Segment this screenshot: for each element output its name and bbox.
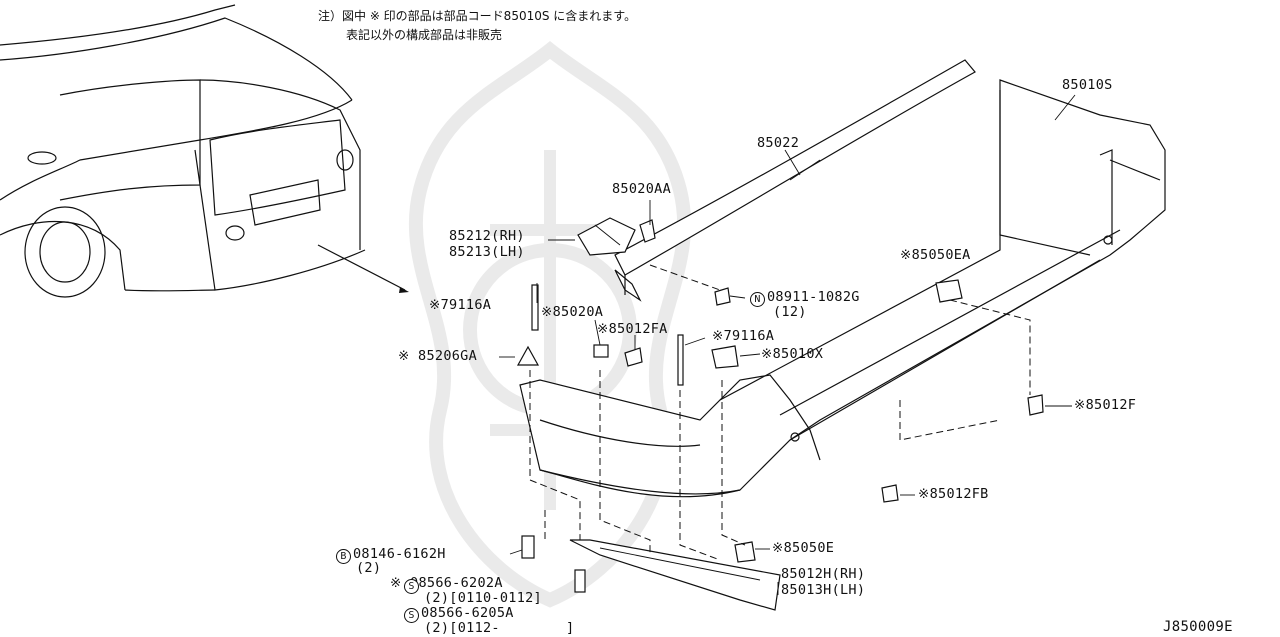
label-85050e[interactable]: ※85050E xyxy=(772,540,835,556)
vehicle-outline xyxy=(0,4,409,298)
label-85213[interactable]: 85213(LH) xyxy=(449,244,525,260)
retainer-85212 xyxy=(577,217,656,256)
note-line-1: 注）図中 ※ 印の部品は部品コード85010S に含まれます。 xyxy=(318,9,637,23)
label-85020aa[interactable]: 85020AA xyxy=(612,181,671,197)
label-screw-1-qty: (2)[0110-0112] xyxy=(424,590,542,606)
label-85020a[interactable]: ※85020A xyxy=(541,304,604,320)
label-85012fb[interactable]: ※85012FB xyxy=(918,486,989,502)
fasteners xyxy=(516,279,1044,593)
label-85013h[interactable]: 85013H(LH) xyxy=(781,582,866,598)
assembly-lines xyxy=(529,264,1031,561)
n-symbol-icon: N xyxy=(750,292,765,307)
label-screw-2-qty: (2)[0112- xyxy=(424,620,500,636)
label-85012h[interactable]: 85012H(RH) xyxy=(781,566,866,582)
label-85022[interactable]: 85022 xyxy=(757,135,800,151)
label-85010x[interactable]: ※85010X xyxy=(761,346,824,362)
reinforcement-85022 xyxy=(614,59,976,302)
label-79116a-right[interactable]: ※79116A xyxy=(712,328,775,344)
label-screw-2-qty-end: ] xyxy=(566,620,575,636)
label-85212[interactable]: 85212(RH) xyxy=(449,228,525,244)
label-79116a-left[interactable]: ※79116A xyxy=(429,297,492,313)
b-symbol-icon: B xyxy=(336,549,351,564)
note-line-2: 表記以外の構成部品は非販売 xyxy=(346,28,503,42)
s-symbol-icon: S xyxy=(404,579,419,594)
s-symbol-icon: S xyxy=(404,608,419,623)
label-nut-qty: (12) xyxy=(773,304,807,320)
label-85012fa[interactable]: ※85012FA xyxy=(597,321,668,337)
under-cover-85012h xyxy=(569,539,781,611)
leader-lines xyxy=(499,94,1076,595)
label-85012f[interactable]: ※85012F xyxy=(1074,397,1137,413)
label-85050ea[interactable]: ※85050EA xyxy=(900,247,971,263)
label-bolt-qty: (2) xyxy=(356,560,382,576)
label-85206ga[interactable]: ※ 85206GA xyxy=(398,348,478,364)
s-symbol-1: S xyxy=(404,577,421,594)
diagram-code: J850009E xyxy=(1163,619,1233,635)
label-85010s[interactable]: 85010S xyxy=(1062,77,1113,93)
